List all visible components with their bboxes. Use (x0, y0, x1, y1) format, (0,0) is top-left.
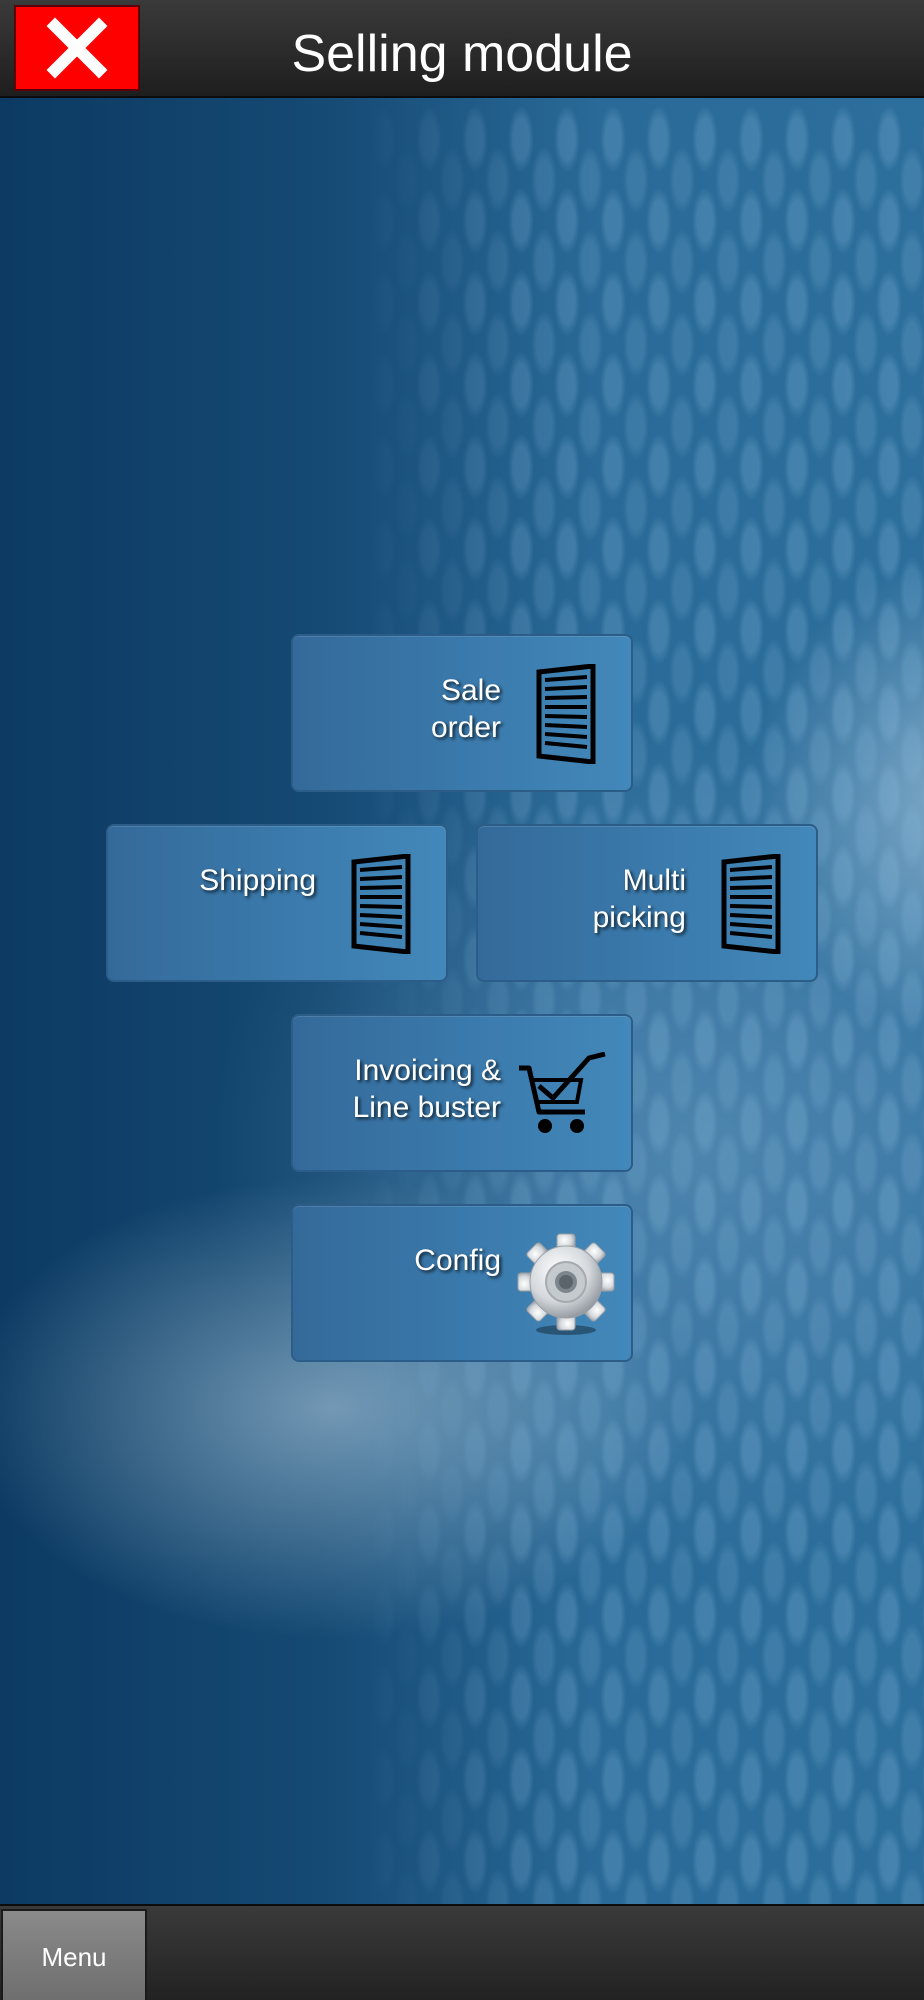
invoicing-line-buster-button[interactable]: Invoicing & Line buster (291, 1014, 633, 1172)
document-list-icon (721, 854, 781, 954)
config-button[interactable]: Config (291, 1204, 633, 1362)
shipping-button[interactable]: Shipping (106, 824, 448, 982)
main-content: Sale order Shipping (0, 98, 924, 1904)
config-label: Config (414, 1244, 501, 1277)
header-bar: Selling module (0, 0, 924, 98)
sale-order-label: Sale order (430, 674, 501, 744)
background-pattern (360, 98, 924, 1904)
shipping-label: Shipping (199, 864, 316, 897)
close-button[interactable] (14, 5, 140, 91)
invoicing-line-buster-label: Invoicing & Line buster (352, 1054, 501, 1124)
document-list-icon (351, 854, 411, 954)
shopping-cart-check-icon (519, 1052, 606, 1133)
multi-picking-button[interactable]: Multi picking (476, 824, 818, 982)
sale-order-button[interactable]: Sale order (291, 634, 633, 792)
bottom-bar: Menu (0, 1904, 924, 2000)
gear-icon (517, 1233, 615, 1335)
document-list-icon (536, 664, 596, 764)
multi-picking-label: Multi picking (592, 864, 686, 934)
menu-button[interactable]: Menu (1, 1909, 147, 2000)
close-x-icon (46, 17, 108, 79)
